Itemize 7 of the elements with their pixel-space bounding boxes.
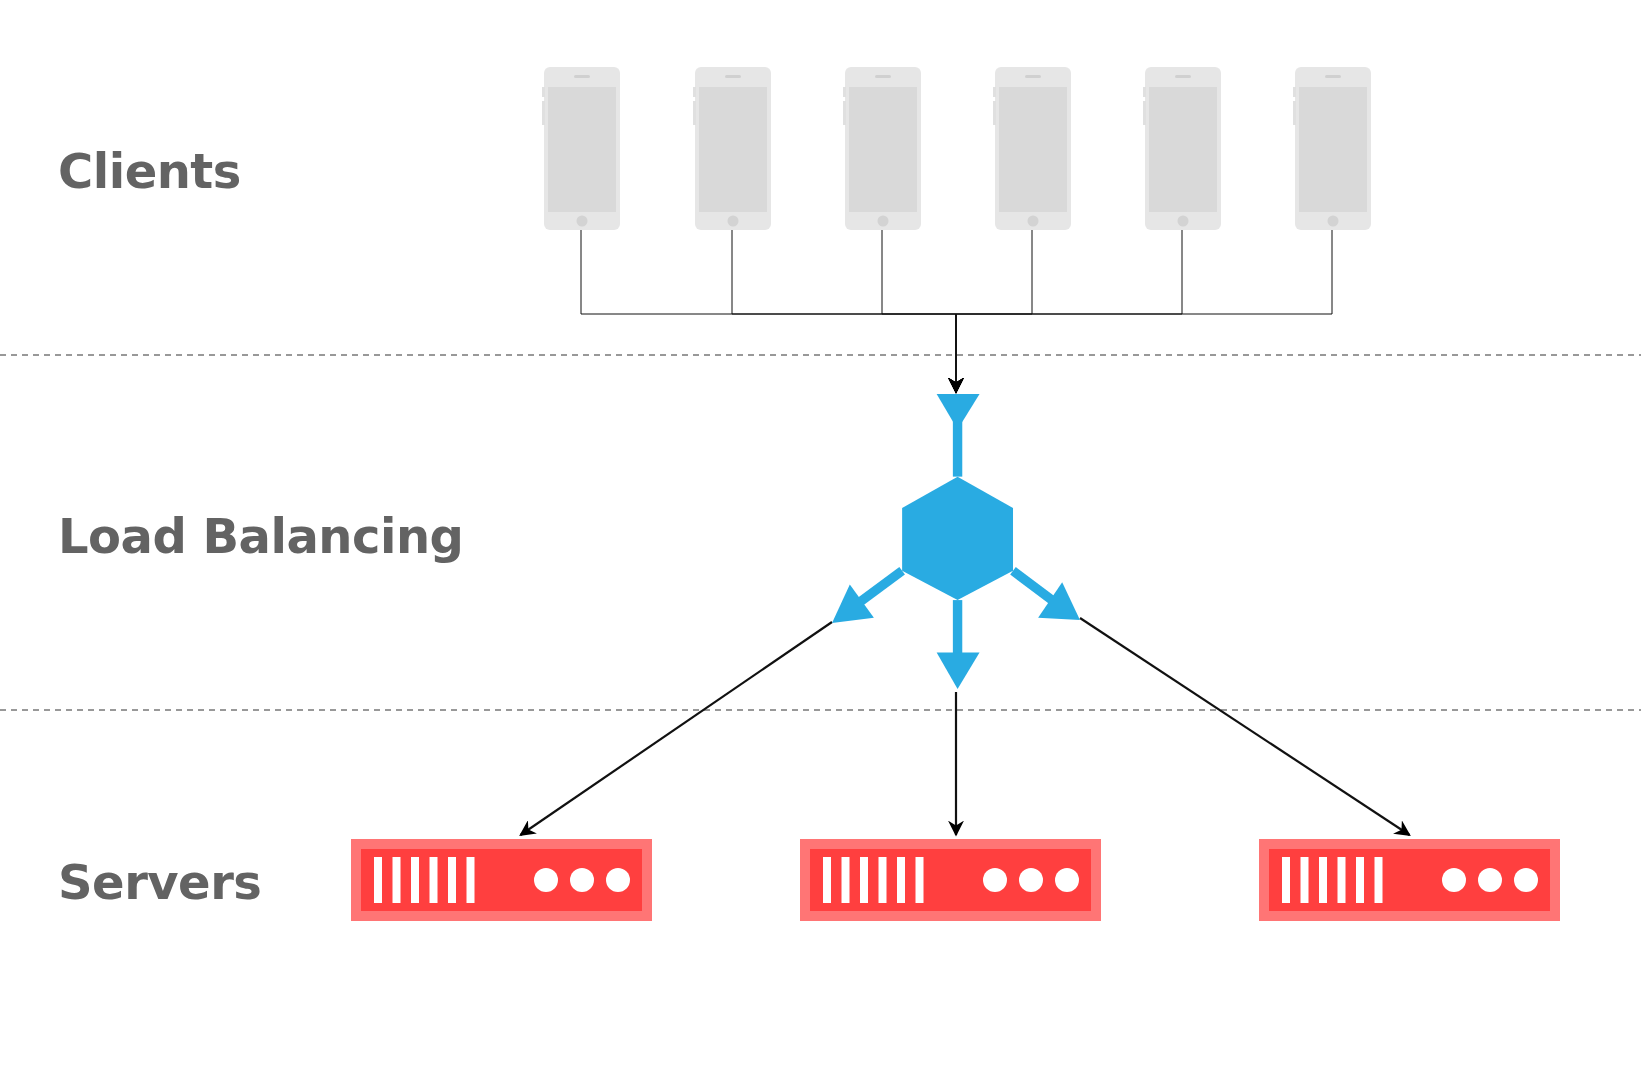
row-label: Clients <box>58 143 241 199</box>
connector-arrow <box>948 229 1333 394</box>
connector-arrow <box>519 621 833 836</box>
connector-arrow <box>1079 617 1411 836</box>
row-label: Servers <box>58 854 262 910</box>
row-label: Load Balancing <box>58 508 464 564</box>
connector-arrow <box>948 692 964 837</box>
